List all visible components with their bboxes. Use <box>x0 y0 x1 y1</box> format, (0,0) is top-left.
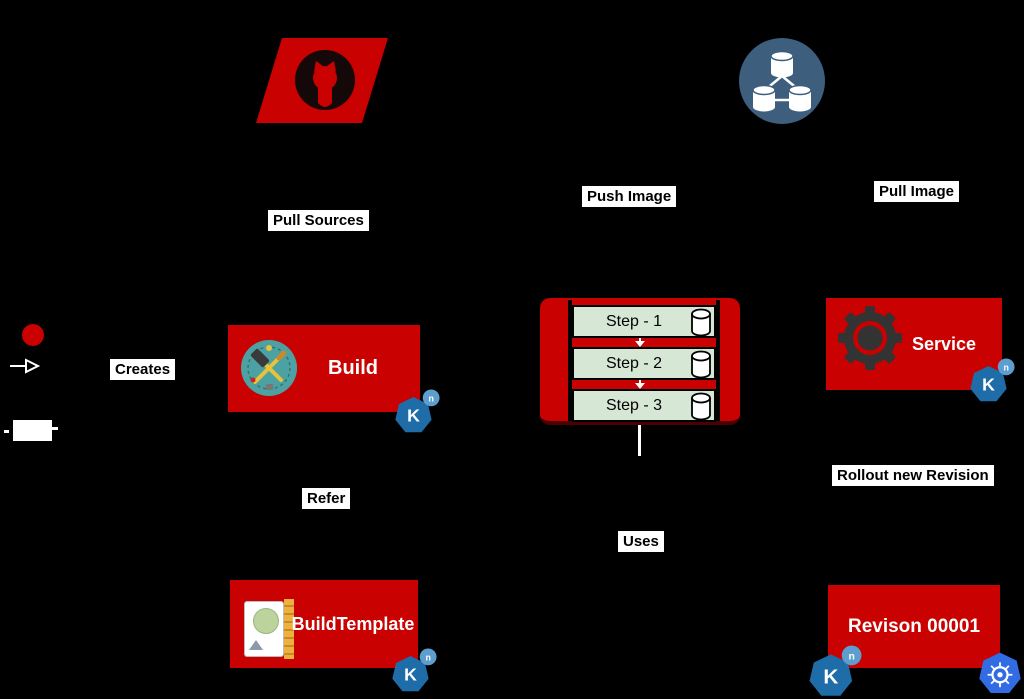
steps-left-rail <box>568 300 572 421</box>
revision-node-label: Revison 00001 <box>847 615 981 637</box>
github-icon <box>295 50 355 110</box>
edge-label-creates: Creates <box>110 359 176 380</box>
template-green-circle <box>253 608 279 634</box>
step-cylinder-icon <box>691 308 711 337</box>
template-ruler-strip <box>284 599 294 659</box>
container-registry-node <box>739 38 825 124</box>
build-step-row: Step - 2 <box>572 347 716 380</box>
github-node <box>256 36 399 126</box>
user-box <box>13 420 52 441</box>
edge-label-refer: Refer <box>302 488 351 509</box>
build-step-row: Step - 1 <box>572 305 716 338</box>
svg-text:n: n <box>428 393 433 403</box>
edge-label-uses: Uses <box>618 531 664 552</box>
svg-text:n: n <box>1003 362 1008 372</box>
template-mountain <box>249 640 263 650</box>
user-icon <box>22 324 44 346</box>
step-label: Step - 2 <box>605 354 663 372</box>
svg-text:K: K <box>823 665 838 688</box>
knative-badge-icon: K n <box>970 358 1015 402</box>
edge-label-push-image: Push Image <box>582 186 677 207</box>
edge-label-pull-sources: Pull Sources <box>268 210 369 231</box>
user-box-tick-right <box>52 427 58 430</box>
edge-label-rollout: Rollout new Revision <box>832 465 994 486</box>
build-step-row: Step - 3 <box>572 389 716 422</box>
arrow-down-icon <box>635 338 645 347</box>
build-node: Build <box>228 325 420 412</box>
registry-cylinder-left <box>752 84 776 112</box>
kubernetes-icon <box>979 652 1021 693</box>
build-tools-icon-bg <box>241 340 297 396</box>
step-label: Step - 1 <box>605 312 663 330</box>
svg-text:n: n <box>425 652 430 662</box>
step-cylinder-icon <box>691 350 711 379</box>
knative-badge-icon: K n <box>395 389 440 433</box>
build-tools-icon <box>247 345 291 390</box>
build-template-node: BuildTemplate <box>230 580 418 668</box>
svg-text:K: K <box>407 406 420 426</box>
steps-right-rail <box>716 300 720 421</box>
svg-text:n: n <box>848 652 854 663</box>
uses-connector-line <box>638 425 641 456</box>
user-box-tick-left <box>4 430 9 433</box>
arrow-right-icon <box>10 358 41 374</box>
revision-node: Revison 00001 <box>828 585 1000 668</box>
service-node: Service <box>826 298 1002 390</box>
arrow-down-icon <box>635 380 645 389</box>
svg-text:K: K <box>404 665 417 685</box>
step-cylinder-icon <box>691 392 711 421</box>
registry-cylinder-top <box>770 50 794 78</box>
build-node-label: Build <box>328 357 378 379</box>
gear-icon <box>838 306 902 370</box>
build-template-icon <box>244 601 284 657</box>
edge-label-pull-image: Pull Image <box>874 181 960 202</box>
service-node-label: Service <box>911 333 977 354</box>
svg-text:K: K <box>982 375 995 395</box>
build-template-node-label: BuildTemplate <box>291 613 415 634</box>
knative-badge-icon: K n <box>809 645 862 696</box>
container-registry-icon <box>752 50 812 112</box>
step-label: Step - 3 <box>605 396 663 414</box>
knative-badge-icon: K n <box>392 648 437 692</box>
registry-cylinder-right <box>788 84 812 112</box>
